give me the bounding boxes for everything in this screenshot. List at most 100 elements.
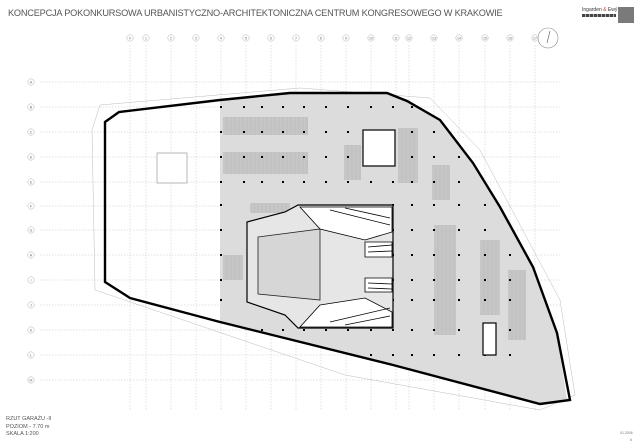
structural-column — [458, 279, 460, 281]
drawing-info: RZUT GARAŻU -II POZIOM - 7.70 m SKALA 1:… — [6, 416, 51, 439]
structural-column — [303, 329, 305, 331]
grid-col-marker — [342, 34, 350, 42]
structural-column — [484, 204, 486, 206]
parking-bay-group — [508, 270, 526, 340]
structural-column — [484, 254, 486, 256]
structural-column — [325, 106, 327, 108]
structural-column — [433, 156, 435, 158]
auditorium — [246, 204, 394, 329]
grid-col-label: 8 — [320, 36, 322, 40]
structural-column — [347, 106, 349, 108]
architect-logo: Ingarden & Ewý — [582, 7, 617, 17]
structural-column — [220, 299, 222, 301]
grid-col-marker — [217, 34, 225, 42]
structural-column — [433, 254, 435, 256]
structural-column — [411, 131, 413, 133]
drawing-title: KONCEPCJA POKONKURSOWA URBANISTYCZNO-ARC… — [8, 8, 503, 18]
structural-column — [458, 181, 460, 183]
parking-bay-group — [344, 145, 361, 180]
structural-column — [261, 106, 263, 108]
logo-ampersand: & — [603, 7, 607, 13]
grid-row-label: I — [31, 278, 32, 282]
grid-col-label: 6 — [270, 36, 272, 40]
logo-subtitle-bar — [582, 14, 616, 17]
grid-row-label: F — [30, 204, 32, 208]
structural-column — [484, 229, 486, 231]
grid-col-marker — [392, 34, 400, 42]
structural-column — [325, 181, 327, 183]
grid-row-label: K — [30, 328, 33, 332]
parking-bay-group — [223, 152, 308, 174]
grid-row-marker — [27, 276, 35, 284]
structural-column — [303, 156, 305, 158]
building-outline — [103, 91, 572, 406]
plan-name: RZUT GARAŻU -II — [6, 416, 52, 422]
grid-col-marker — [455, 34, 463, 42]
structural-column — [392, 181, 394, 183]
structural-column — [325, 329, 327, 331]
structural-column — [282, 329, 284, 331]
structural-column — [220, 204, 222, 206]
structural-column — [509, 299, 511, 301]
grid-col-marker — [126, 34, 134, 42]
grid-row-label: C — [30, 130, 33, 134]
grid-col-label: 7 — [295, 36, 297, 40]
structural-column — [433, 204, 435, 206]
north-arrow-icon — [537, 27, 559, 49]
structural-column — [282, 181, 284, 183]
structural-column — [458, 254, 460, 256]
structural-column — [433, 299, 435, 301]
structural-column — [433, 279, 435, 281]
sheet-number: 6 — [630, 438, 632, 442]
structural-column — [347, 131, 349, 133]
structural-column — [220, 131, 222, 133]
stair-core-south — [482, 322, 497, 356]
grid-row-label: M — [30, 378, 33, 382]
grid-col-label: 3 — [195, 36, 197, 40]
grid-row-marker — [27, 301, 35, 309]
grid-col-label: 11 — [394, 36, 398, 40]
structural-column — [243, 181, 245, 183]
structural-column — [411, 204, 413, 206]
structural-column — [282, 131, 284, 133]
structural-column — [458, 354, 460, 356]
grid-row-marker — [27, 226, 35, 234]
grid-row-marker — [27, 128, 35, 136]
structural-column — [433, 354, 435, 356]
grid-col-label: 0 — [129, 36, 131, 40]
service-room-west — [156, 152, 188, 184]
grid-col-label: 2 — [170, 36, 172, 40]
structural-column — [243, 106, 245, 108]
structural-column — [458, 156, 460, 158]
structural-column — [411, 254, 413, 256]
structural-column — [261, 329, 263, 331]
structural-column — [347, 156, 349, 158]
parking-bay-group — [398, 128, 418, 183]
grid-col-label: 1 — [145, 36, 147, 40]
parking-bay-group — [223, 117, 308, 135]
structural-column — [433, 181, 435, 183]
grid-col-label: 16 — [508, 36, 512, 40]
structural-column — [220, 181, 222, 183]
plan-level: POZIOM - 7.70 m — [6, 423, 50, 430]
logo-name-a: Ingarden — [582, 7, 602, 13]
grid-col-marker — [317, 34, 325, 42]
parking-bay-group — [432, 165, 450, 200]
grid-col-marker — [242, 34, 250, 42]
structural-column — [303, 106, 305, 108]
structural-column — [411, 106, 413, 108]
structural-column — [433, 329, 435, 331]
structural-column — [325, 131, 327, 133]
grid-col-marker — [506, 34, 514, 42]
grid-row-label: G — [30, 228, 33, 232]
grid-row-marker — [27, 376, 35, 384]
grid-col-label: 4 — [220, 36, 222, 40]
grid-row-label: H — [30, 253, 33, 257]
structural-column — [261, 156, 263, 158]
grid-row-label: E — [30, 180, 33, 184]
structural-column — [392, 354, 394, 356]
grid-row-marker — [27, 153, 35, 161]
structural-column — [484, 279, 486, 281]
grid-col-label: 15 — [483, 36, 487, 40]
